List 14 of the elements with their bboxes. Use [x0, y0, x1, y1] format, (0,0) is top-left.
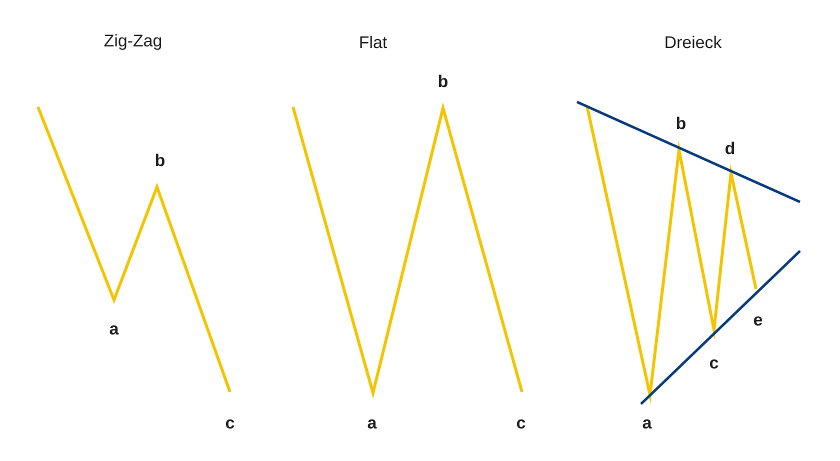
point-label: e — [754, 316, 762, 326]
point-label: a — [368, 419, 377, 429]
point-label: b — [438, 74, 448, 88]
panel-title: Flat — [360, 36, 387, 48]
panel-title: Dreieck — [666, 36, 722, 48]
point-label: b — [676, 116, 686, 130]
point-label: c — [226, 419, 234, 429]
point-label: c — [516, 419, 526, 429]
point-label: d — [726, 142, 734, 154]
point-label: c — [710, 359, 718, 369]
point-label: a — [642, 419, 652, 429]
point-label: b — [156, 154, 164, 166]
panel-title: Zig-Zag — [104, 34, 162, 50]
point-label: a — [110, 325, 119, 335]
